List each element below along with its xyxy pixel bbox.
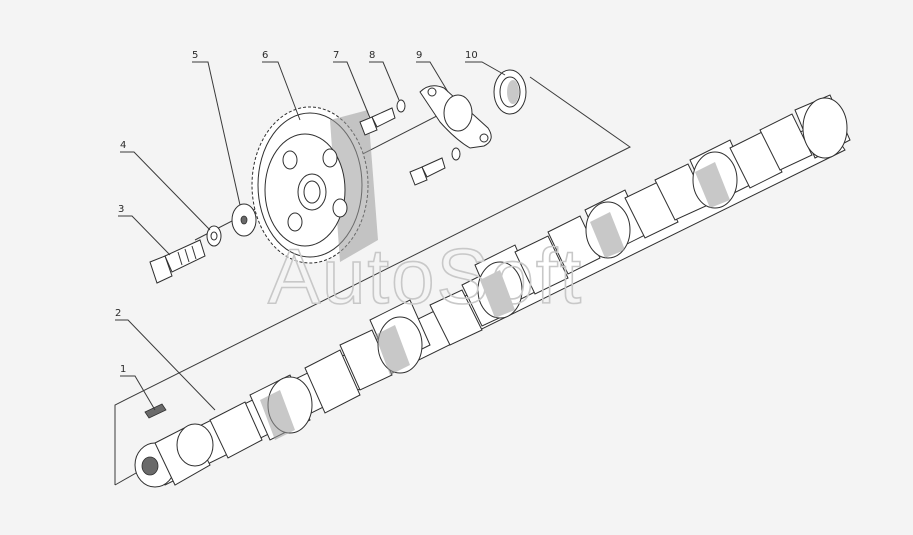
seal-ring-part-10	[493, 69, 527, 115]
callout-9: 9	[416, 50, 422, 61]
callout-6: 6	[262, 50, 268, 61]
callout-3: 3	[118, 204, 124, 215]
callout-labels: 1 2 3 4 5 6 7 8 9 10	[115, 50, 478, 375]
leader-lines	[115, 61, 506, 411]
callout-4: 4	[120, 140, 126, 151]
thrust-washer-part-5	[231, 203, 257, 237]
callout-7: 7	[333, 50, 339, 61]
camshaft-gear-part-6	[251, 106, 378, 264]
camshaft-lobes	[209, 94, 851, 459]
bolt-part-3	[149, 239, 206, 284]
washer-part-4	[206, 225, 222, 247]
callout-8: 8	[369, 50, 375, 61]
camshaft	[134, 94, 851, 488]
flange-plate-part-9	[419, 85, 492, 149]
callout-1: 1	[120, 364, 126, 375]
bolt-part-7	[359, 107, 446, 186]
woodruff-key	[144, 403, 167, 419]
watermark-text: AutoSoft	[268, 232, 583, 320]
callout-5: 5	[192, 50, 198, 61]
callout-2: 2	[115, 308, 121, 319]
lock-washer-part-8	[396, 99, 461, 161]
callout-10: 10	[465, 50, 478, 61]
